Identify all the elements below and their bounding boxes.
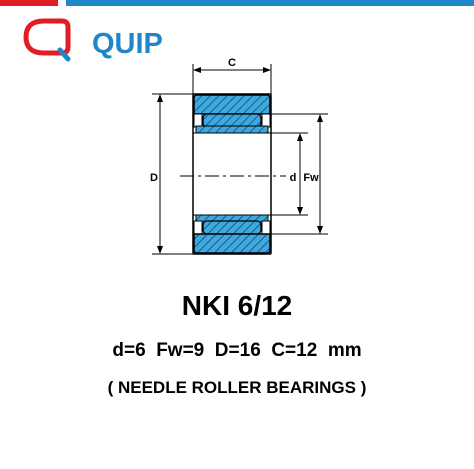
bearing-bottom-section — [193, 214, 271, 254]
label-outer-diameter: D — [150, 172, 158, 184]
bearing-top-section — [193, 94, 271, 134]
logo-wordmark: QUIP — [92, 28, 163, 60]
label-inner-diameter: d — [290, 172, 297, 184]
top-accent-bar-blue — [66, 0, 474, 6]
dimension-c — [192, 64, 272, 94]
logo-mark-icon — [23, 18, 71, 62]
label-fw: Fw — [303, 172, 319, 184]
product-type: ( NEEDLE ROLLER BEARINGS ) — [107, 378, 367, 397]
brand-logo: QUIP — [22, 17, 163, 63]
top-accent-bar-red — [0, 0, 58, 6]
bearing-cross-section-diagram: C D d Fw — [150, 57, 328, 255]
label-c: C — [228, 57, 236, 69]
dimension-fw — [271, 113, 328, 235]
product-title: NKI 6/12 — [181, 290, 293, 321]
dimension-inner-diameter — [271, 132, 308, 216]
product-dimensions: d=6 Fw=9 D=16 C=12 mm — [112, 340, 362, 361]
dimension-outer-diameter — [152, 93, 193, 255]
